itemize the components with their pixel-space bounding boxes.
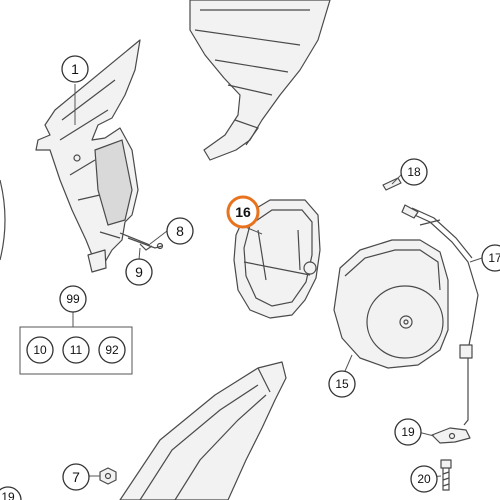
callout-16[interactable]: 16 xyxy=(226,195,260,229)
callout-20-label: 20 xyxy=(417,472,431,486)
kit-group-box xyxy=(19,326,133,375)
airbox-frame-part xyxy=(35,39,151,273)
callout-8[interactable]: 8 xyxy=(166,217,194,245)
callout-19-partial[interactable]: 19 xyxy=(0,486,22,500)
callout-19-label: 19 xyxy=(401,425,415,439)
callout-11-label: 11 xyxy=(70,343,83,357)
callout-92[interactable]: 92 xyxy=(98,336,126,364)
callout-17[interactable]: 17 xyxy=(481,244,500,272)
air-filter-part xyxy=(333,239,449,369)
air-filter-cage-part xyxy=(233,199,321,319)
upper-frame-part xyxy=(189,0,331,161)
callout-9-label: 9 xyxy=(135,264,143,280)
callout-18-label: 18 xyxy=(407,165,421,179)
callout-1-label: 1 xyxy=(71,61,79,77)
callout-20[interactable]: 20 xyxy=(410,465,438,493)
nut-part xyxy=(99,467,117,485)
side-panel-part xyxy=(119,361,287,500)
callout-92-label: 92 xyxy=(105,343,119,357)
clamp-hardware xyxy=(127,237,164,251)
callout-15[interactable]: 15 xyxy=(328,370,356,398)
callout-11[interactable]: 11 xyxy=(62,336,90,364)
screw-part xyxy=(440,459,452,491)
left-edge-part xyxy=(0,179,6,261)
bracket-part xyxy=(431,427,471,444)
callout-19[interactable]: 19 xyxy=(394,418,422,446)
callout-99[interactable]: 99 xyxy=(59,285,87,313)
callout-18[interactable]: 18 xyxy=(400,158,428,186)
filter-holder-wire xyxy=(401,204,479,426)
callout-15-label: 15 xyxy=(335,377,349,391)
callout-1[interactable]: 1 xyxy=(61,55,89,83)
callout-16-label: 16 xyxy=(235,204,251,220)
callout-10-label: 10 xyxy=(33,343,47,357)
callout-7[interactable]: 7 xyxy=(62,463,90,491)
callout-10[interactable]: 10 xyxy=(26,336,54,364)
callout-19-partial-label: 19 xyxy=(1,490,15,500)
callout-8-label: 8 xyxy=(176,223,184,239)
callout-99-label: 99 xyxy=(66,292,80,306)
callout-7-label: 7 xyxy=(72,469,80,485)
callout-9[interactable]: 9 xyxy=(125,258,153,286)
callout-17-label: 17 xyxy=(488,251,500,265)
